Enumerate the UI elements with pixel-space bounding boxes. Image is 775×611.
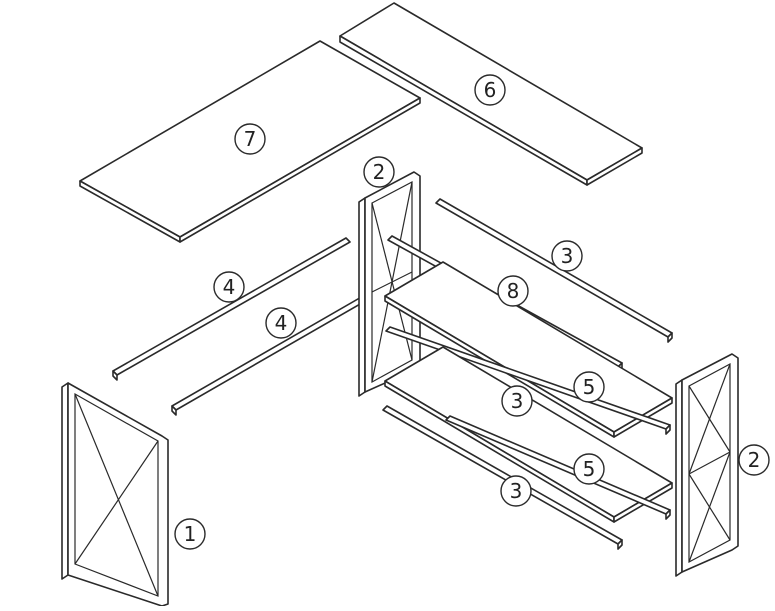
callout-4-b: 4 [265,307,297,339]
callout-label-4-a: 4 [223,275,236,299]
callout-label-8: 8 [507,279,520,303]
callout-label-4-b: 4 [275,311,288,335]
callout-3-low: 3 [500,475,532,507]
rail-3-mid [385,326,671,435]
callout-1: 1 [174,518,206,550]
callout-5-a: 5 [573,371,605,403]
callout-6: 6 [474,74,506,106]
callout-3-mid: 3 [501,385,533,417]
callout-label-3-mid: 3 [511,389,524,413]
callout-4-a: 4 [213,271,245,303]
callout-label-5-a: 5 [583,375,596,399]
callout-2-right: 2 [738,444,770,476]
rail-4-a [112,237,351,381]
callout-5-b: 5 [573,453,605,485]
callout-3-top: 3 [551,240,583,272]
callout-label-6: 6 [484,78,497,102]
callout-7: 7 [234,123,266,155]
rail-3-low [382,405,623,550]
callout-label-3-top: 3 [561,244,574,268]
callout-8: 8 [497,275,529,307]
side-frame-2-right [675,353,739,577]
callout-label-3-low: 3 [510,479,523,503]
rail-3-top [435,198,673,343]
callout-label-2-right: 2 [748,448,761,472]
callout-2-left: 2 [363,156,395,188]
callout-label-2-left: 2 [373,160,386,184]
callout-label-7: 7 [244,127,257,151]
callout-label-5-b: 5 [583,457,596,481]
callout-label-1: 1 [184,522,197,546]
side-frame-1 [61,382,169,607]
